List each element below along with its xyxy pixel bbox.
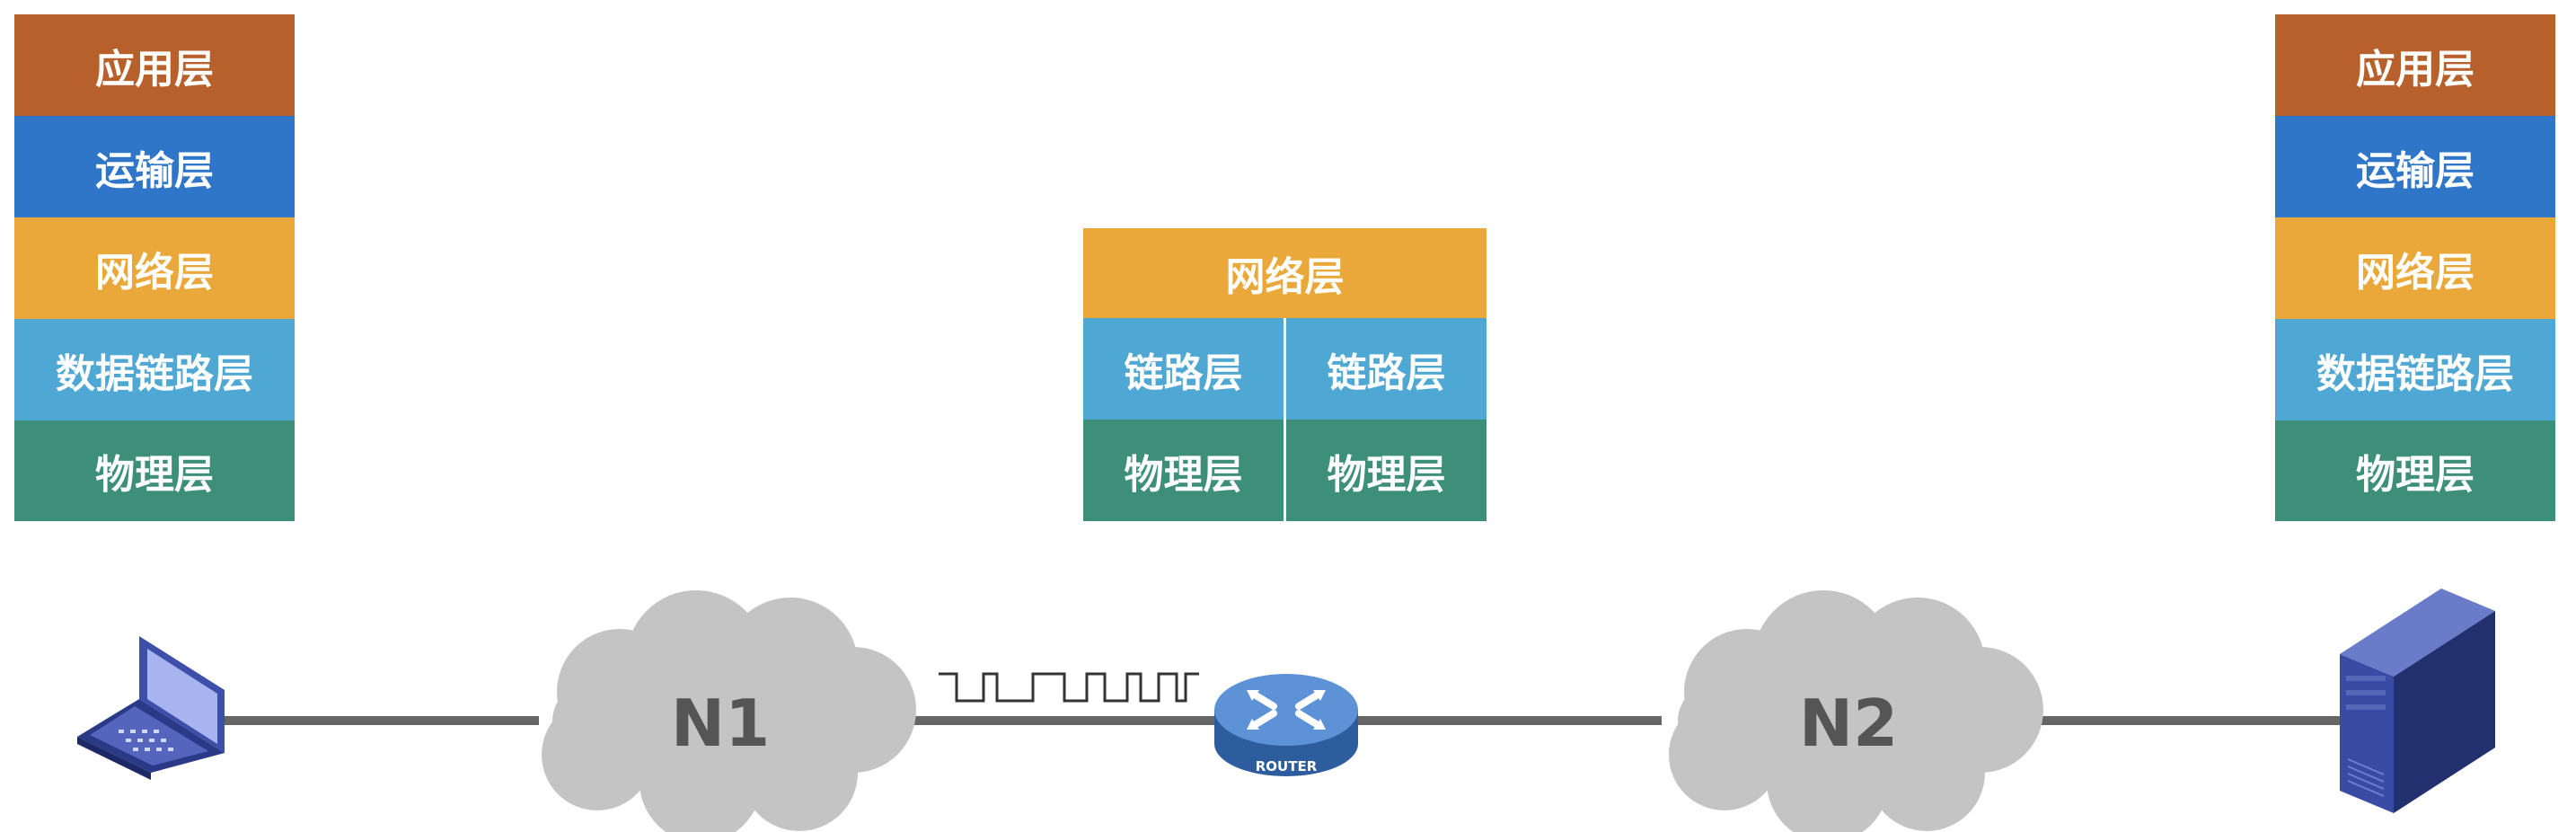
router-label: ROUTER <box>1256 758 1318 774</box>
router-icon: ROUTER <box>1214 674 1358 776</box>
router-link-layer-left: 链路层 <box>1083 318 1284 420</box>
cloud-n1-label: N1 <box>671 686 770 761</box>
router-network-layer: 网络层 <box>1083 228 1486 318</box>
router-stack-divider <box>1284 318 1286 521</box>
cloud-n2: N2 <box>1669 590 2043 832</box>
left-data-link-layer: 数据链路层 <box>14 319 295 420</box>
router-physical-layer-left: 物理层 <box>1083 420 1284 521</box>
router-physical-layer-right: 物理层 <box>1286 420 1486 521</box>
laptop-icon <box>77 636 225 780</box>
right-physical-layer: 物理层 <box>2275 420 2555 521</box>
left-network-layer: 网络层 <box>14 217 295 319</box>
left-physical-layer: 物理层 <box>14 420 295 521</box>
left-transport-layer: 运输层 <box>14 116 295 217</box>
right-application-layer: 应用层 <box>2275 14 2555 116</box>
right-host-protocol-stack: 应用层 运输层 网络层 数据链路层 物理层 <box>2275 14 2555 521</box>
right-data-link-layer: 数据链路层 <box>2275 319 2555 420</box>
signal-waveform-icon <box>939 672 1199 703</box>
cloud-n1: N1 <box>542 590 916 832</box>
cloud-n2-label: N2 <box>1799 686 1898 761</box>
router-protocol-stack: 网络层 链路层 链路层 物理层 物理层 <box>1083 228 1486 521</box>
router-link-layer-right: 链路层 <box>1286 318 1486 420</box>
right-transport-layer: 运输层 <box>2275 116 2555 217</box>
left-host-protocol-stack: 应用层 运输层 网络层 数据链路层 物理层 <box>14 14 295 521</box>
right-network-layer: 网络层 <box>2275 217 2555 319</box>
left-application-layer: 应用层 <box>14 14 295 116</box>
server-icon <box>2340 589 2495 813</box>
